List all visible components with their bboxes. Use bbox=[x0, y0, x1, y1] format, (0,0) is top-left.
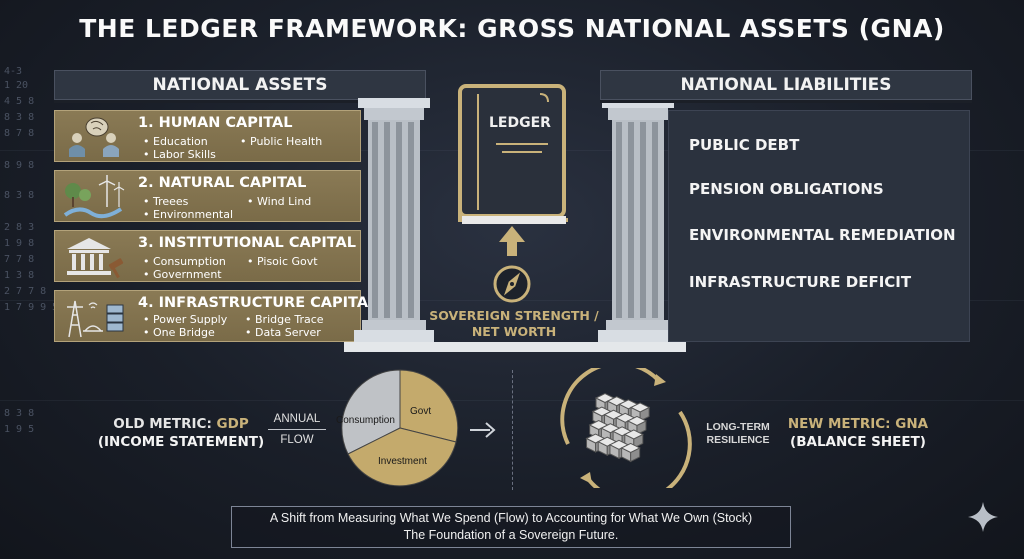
sovereign-strength-label: SOVEREIGN STRENGTH / NET WORTH bbox=[429, 308, 599, 339]
cube-face bbox=[629, 402, 651, 413]
asset-bullet: • Public Health bbox=[240, 135, 323, 148]
background-number: 1 9 8 bbox=[4, 238, 35, 249]
human-capital-icon bbox=[69, 117, 119, 157]
cube-face bbox=[626, 415, 648, 427]
asset-bullet: • Pisoic Govt bbox=[247, 255, 318, 268]
asset-bullet: • Bridge Trace bbox=[245, 313, 324, 326]
asset-title: 4. INFRASTRUCTURE CAPITAL bbox=[138, 295, 378, 311]
new-metric-label: NEW METRIC: GNA (BALANCE SHEET) bbox=[787, 416, 929, 450]
liabilities-header: NATIONAL LIABILITIES bbox=[600, 70, 972, 100]
ledger-book-label: LEDGER bbox=[489, 115, 551, 131]
natural-capital-icon bbox=[63, 175, 125, 219]
asset-bullet: • Labor Skills bbox=[143, 148, 216, 161]
ledger-book-icon bbox=[458, 84, 568, 224]
background-number: 8 3 8 bbox=[4, 190, 35, 201]
asset-card-natural-capital: 2. NATURAL CAPITAL • Treees • Wind Lind … bbox=[54, 170, 361, 222]
left-pillar-icon bbox=[354, 98, 434, 342]
gna-cube-cluster bbox=[560, 368, 692, 488]
cube-stack-icon bbox=[585, 392, 651, 463]
section-divider bbox=[512, 370, 513, 490]
liability-item: PUBLIC DEBT bbox=[689, 136, 800, 154]
background-number: 7 7 8 bbox=[4, 254, 35, 265]
pie-slice-consumption bbox=[341, 369, 401, 455]
asset-title: 3. INSTITUTIONAL CAPITAL bbox=[138, 235, 356, 251]
pie-label-investment: Investment bbox=[378, 456, 427, 467]
up-arrow-icon bbox=[499, 226, 525, 256]
compass-icon bbox=[493, 265, 531, 303]
right-arrow-icon bbox=[485, 422, 496, 438]
asset-bullet: • Wind Lind bbox=[247, 195, 312, 208]
asset-bullet: • Data Server bbox=[245, 326, 321, 339]
pie-slice-govt bbox=[399, 369, 459, 443]
pillar-base bbox=[344, 342, 686, 352]
page-title: THE LEDGER FRAMEWORK: GROSS NATIONAL ASS… bbox=[79, 14, 945, 43]
background-number: 8 9 8 bbox=[4, 160, 35, 171]
background-number: 8 7 8 bbox=[4, 128, 35, 139]
pie-slice-investment bbox=[347, 427, 457, 487]
resilience-label: LONG-TERM RESILIENCE bbox=[706, 421, 770, 446]
background-number: 1 7 9 9 5 bbox=[4, 302, 59, 313]
flow-label: ANNUAL FLOW bbox=[266, 413, 328, 446]
background-number: 8 3 8 bbox=[4, 112, 35, 123]
asset-card-human-capital: 1. HUMAN CAPITAL • Education • Public He… bbox=[54, 110, 361, 162]
asset-bullet: • Government bbox=[143, 268, 222, 281]
asset-bullet: • Power Supply bbox=[143, 313, 228, 326]
cube-face bbox=[620, 442, 641, 454]
asset-bullet: • Education bbox=[143, 135, 208, 148]
old-metric-label: OLD METRIC: GDP (INCOME STATEMENT) bbox=[97, 416, 265, 450]
liabilities-panel: PUBLIC DEBT PENSION OBLIGATIONS ENVIRONM… bbox=[668, 110, 970, 342]
background-number: 1 20 bbox=[4, 80, 29, 91]
asset-bullet: • One Bridge bbox=[143, 326, 215, 339]
liability-item: PENSION OBLIGATIONS bbox=[689, 180, 884, 198]
background-number: 2 8 3 bbox=[4, 222, 35, 233]
footer-caption: A Shift from Measuring What We Spend (Fl… bbox=[231, 506, 791, 548]
gdp-pie-chart bbox=[341, 369, 496, 487]
right-pillar-icon bbox=[598, 98, 678, 342]
assets-header: NATIONAL ASSETS bbox=[54, 70, 426, 100]
ledger-pillars-illustration bbox=[344, 84, 686, 352]
background-number: 8 3 8 bbox=[4, 408, 35, 419]
asset-bullet: • Consumption bbox=[143, 255, 226, 268]
asset-bullet: • Treees bbox=[143, 195, 189, 208]
background-number: 2 7 7 8 bbox=[4, 286, 47, 297]
background-number: 4 5 8 bbox=[4, 96, 35, 107]
asset-card-infrastructure-capital: 4. INFRASTRUCTURE CAPITAL • Power Supply… bbox=[54, 290, 377, 342]
asset-title: 1. HUMAN CAPITAL bbox=[138, 115, 293, 131]
pie-label-govt: Govt bbox=[410, 406, 432, 417]
sparkle-icon bbox=[968, 502, 998, 532]
cube-face bbox=[623, 429, 644, 440]
background-number: 1 9 5 bbox=[4, 424, 35, 435]
liability-item: ENVIRONMENTAL REMEDIATION bbox=[689, 226, 956, 244]
background-number: 1 3 8 bbox=[4, 270, 35, 281]
background-number: 4-3 bbox=[4, 66, 23, 77]
asset-card-institutional-capital: 3. INSTITUTIONAL CAPITAL • Consumption •… bbox=[54, 230, 361, 282]
institution-icon bbox=[67, 238, 124, 279]
asset-bullet: • Environmental bbox=[143, 208, 234, 221]
liability-item: INFRASTRUCTURE DEFICIT bbox=[689, 273, 912, 291]
asset-title: 2. NATURAL CAPITAL bbox=[138, 175, 307, 191]
pie-label-consumption: Consumption bbox=[336, 415, 395, 426]
infrastructure-icon bbox=[67, 300, 124, 338]
